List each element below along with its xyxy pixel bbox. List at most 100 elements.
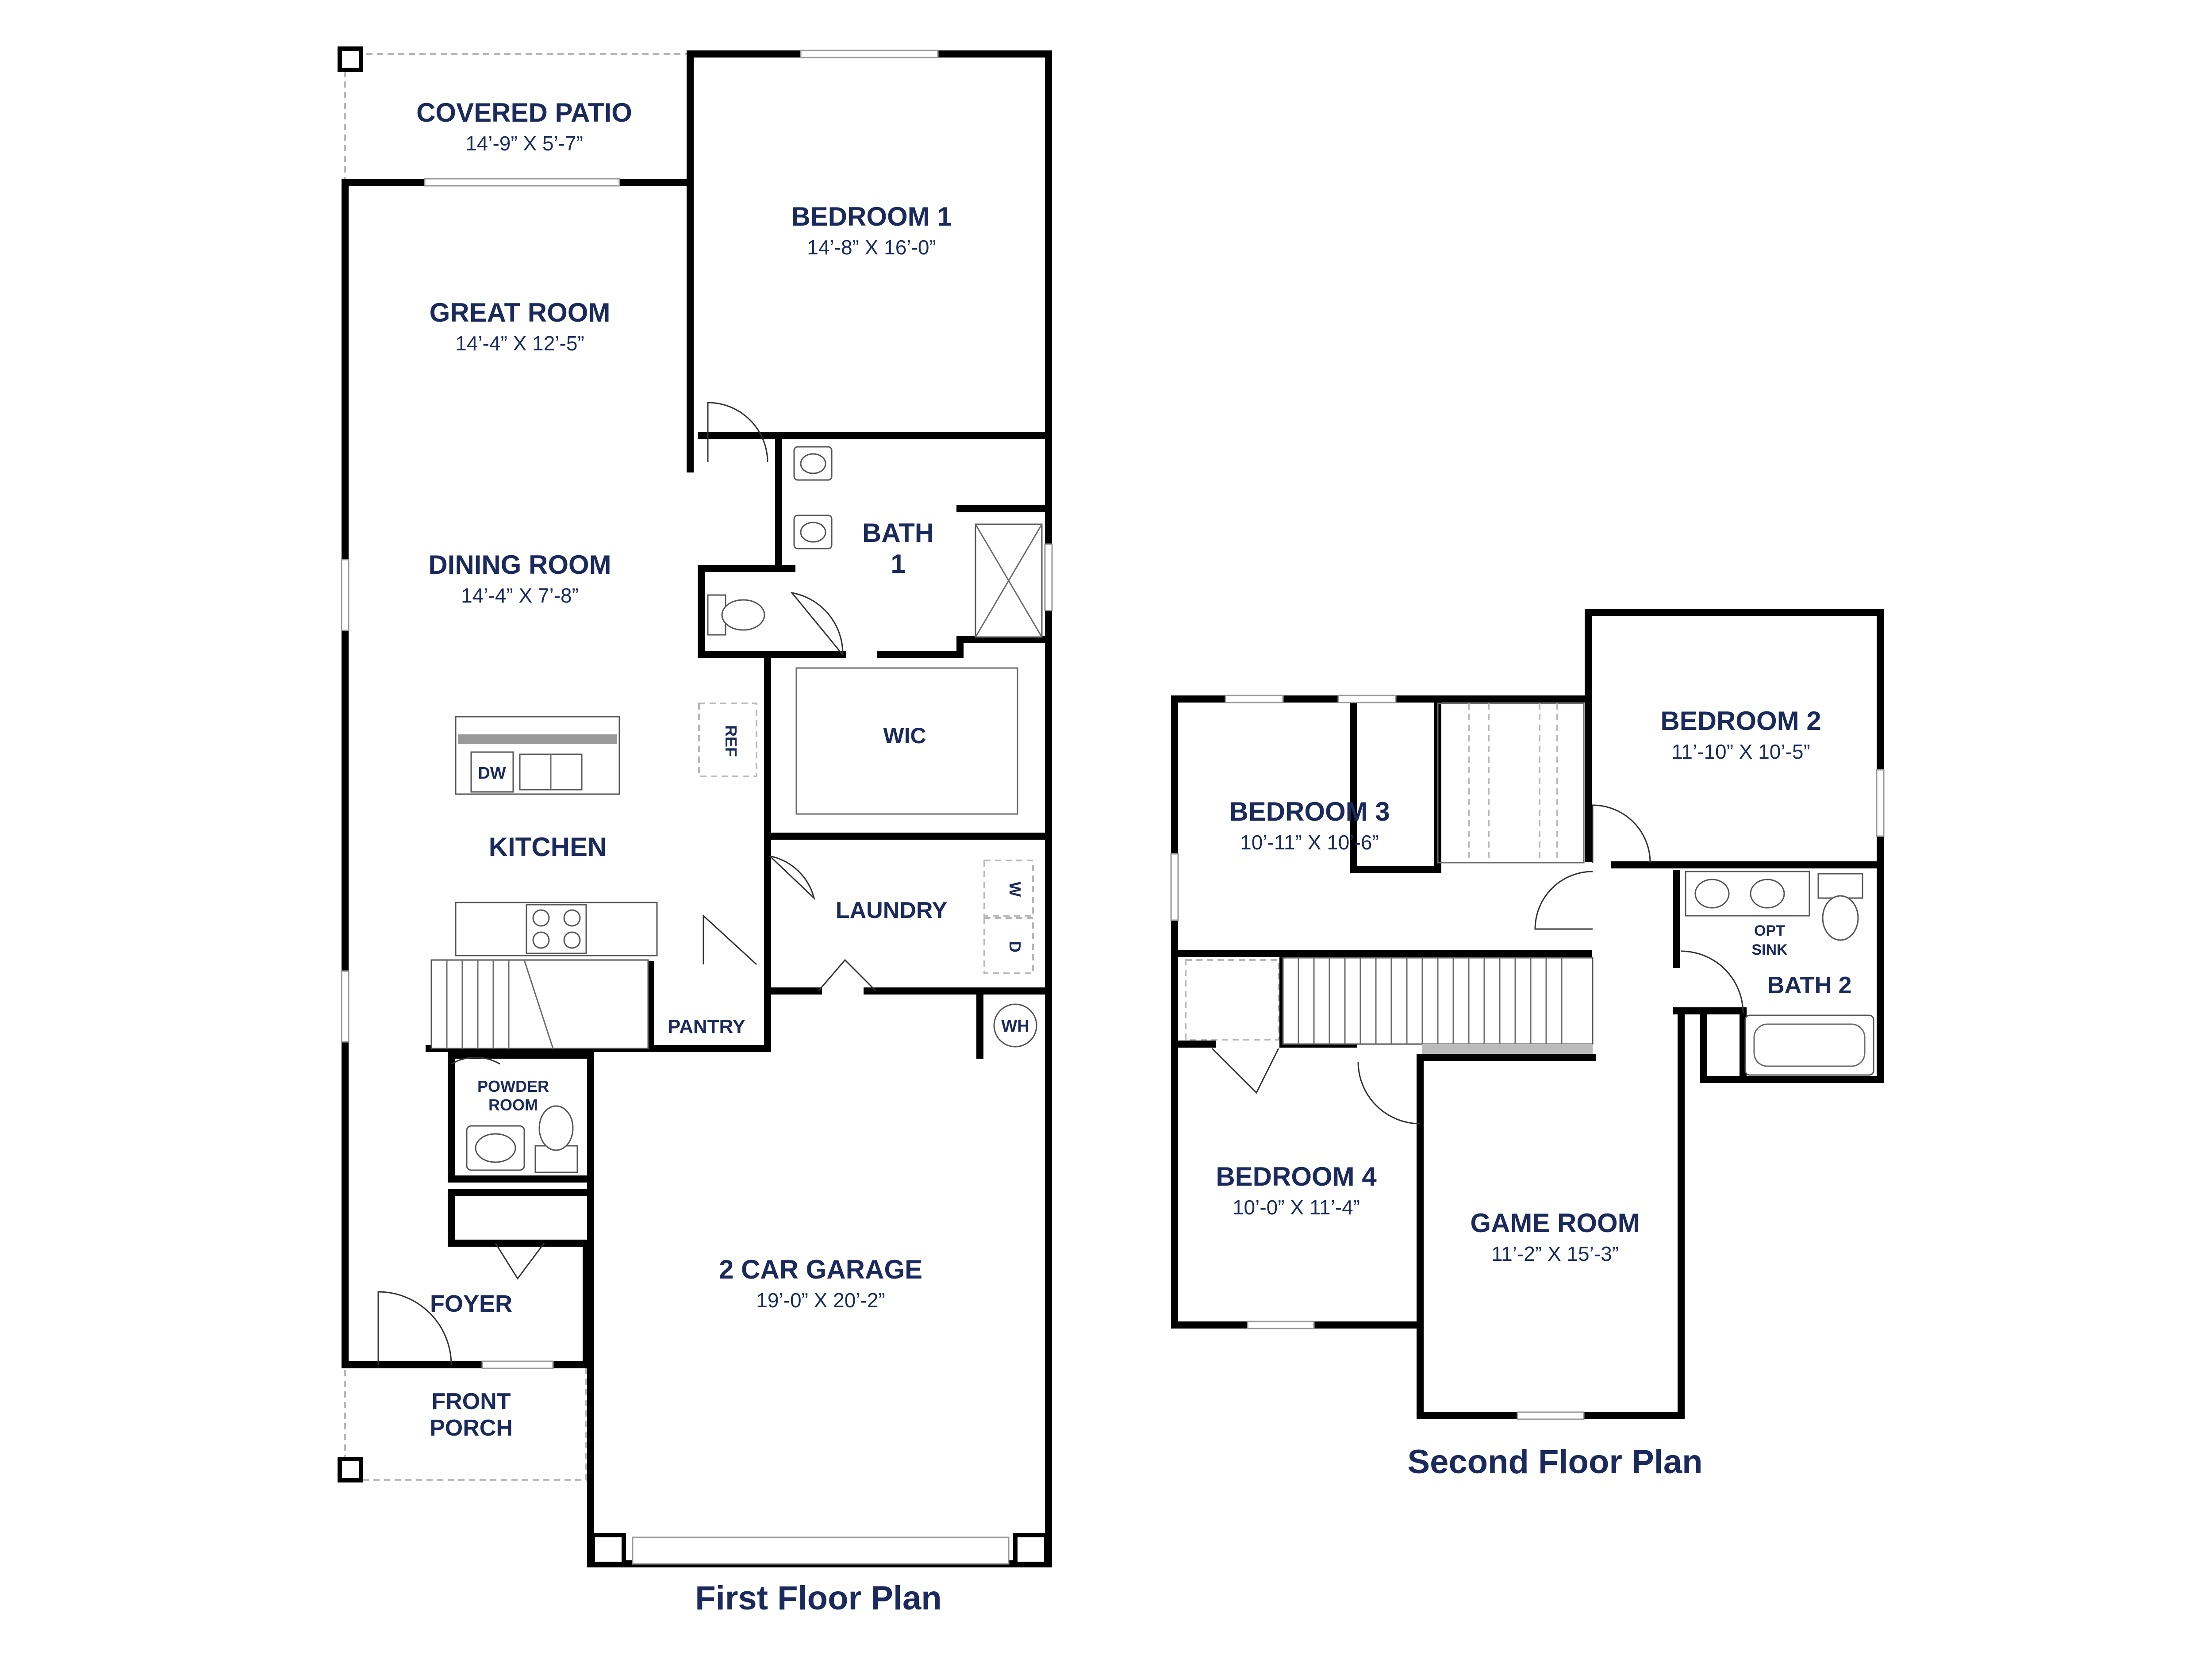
door-swing [1357,1061,1421,1125]
bath2-fixtures [1685,871,1874,1076]
room-garage: 2 CAR GARAGE 19’-0” X 20’-2” [719,1255,922,1312]
door-swing [1534,871,1593,930]
refrigerator [698,703,757,777]
porch-post [338,1457,363,1482]
garage-post [1013,1533,1048,1566]
room-dims: 14’-4” X 12’-5” [455,332,584,355]
washer-label: W [1006,882,1024,897]
second-floor-plan: BEDROOM 2 11’-10” X 10’-5” BEDROOM 3 10’… [1170,609,1885,1481]
window [424,178,620,187]
range-counter [455,902,658,956]
room-dims: 11’-2” X 15’-3” [1491,1242,1619,1265]
exterior-walls [342,50,1052,1567]
door-swing [790,591,844,655]
room-name: BATH [862,518,934,548]
stairs-2 [1282,957,1594,1054]
interior-walls [426,432,1052,1368]
bath1-fixtures [707,446,1043,638]
door-swing [1681,950,1744,1014]
room-bedroom4: BEDROOM 4 10’-0” X 11’-4” [1216,1162,1377,1219]
door-swing [769,855,815,900]
room-powder-room: POWDER ROOM [477,1077,549,1114]
door-swing [377,1291,452,1365]
room-name: BEDROOM 2 [1660,706,1821,736]
room-bath1: BATH 1 [862,518,934,579]
window [1517,1411,1585,1420]
room-dims: 10’-0” X 11’-4” [1233,1196,1360,1219]
closet [1185,959,1279,1041]
opt-sink-label: OPT [1754,922,1785,939]
dryer [983,917,1034,974]
water-heater [993,1003,1037,1048]
room-name: ROOM [488,1096,538,1114]
room-great-room: GREAT ROOM 14’-4” X 12’-5” [430,298,611,355]
room-name: 2 CAR GARAGE [719,1255,922,1284]
wic-shelves [795,667,1018,815]
door-swing [818,959,877,992]
second-floor-title: Second Floor Plan [1407,1443,1702,1481]
window [481,1360,554,1369]
room-bath2: OPT SINK BATH 2 [1751,922,1851,998]
first-floor-plan: DW REF W D [338,46,1053,1617]
room-name: GAME ROOM [1470,1208,1640,1238]
window [800,50,939,58]
room-name: BEDROOM 4 [1216,1162,1377,1191]
room-name: POWDER [477,1077,549,1095]
opt-sink-label: SINK [1751,941,1788,958]
room-covered-patio: COVERED PATIO 14’-9” X 5’-7” [416,98,632,155]
room-foyer: FOYER [430,1290,512,1317]
window [341,559,349,631]
garage-door [632,1536,1010,1565]
window [1044,543,1053,611]
washer [983,860,1034,917]
garage-post [591,1533,626,1566]
stairs [430,959,649,1049]
kitchen-island: DW [455,716,620,795]
room-dims: 14’-8” X 16’-0” [807,236,936,259]
patio-post [338,46,363,72]
wh-label: WH [1001,1017,1029,1036]
door-swing [1592,804,1651,863]
room-name: BEDROOM 1 [791,202,952,231]
door-swing [703,914,757,965]
room-pantry: PANTRY [668,1016,745,1037]
room-dims: 10’-11” X 10’-6” [1240,831,1379,854]
door-swing [495,1243,545,1280]
room-kitchen: KITCHEN [489,832,607,862]
room-name: 1 [891,549,905,579]
window [1247,1321,1315,1329]
room-name: GREAT ROOM [430,298,611,327]
room-dims: 14’-9” X 5’-7” [465,132,583,155]
room-wic: WIC [883,723,926,748]
dw-label: DW [478,764,506,783]
room-dining-room: DINING ROOM 14’-4” X 7’-8” [428,550,611,607]
exterior-walls-2 [1171,609,1884,1419]
room-name: BATH 2 [1767,972,1851,998]
room-name: COVERED PATIO [416,98,632,127]
door-swing [707,402,768,463]
room-name: FRONT [431,1389,511,1414]
room-dims: 14’-4” X 7’-8” [461,584,579,607]
room-laundry: LAUNDRY [836,898,947,923]
window [1337,695,1397,703]
room-bedroom3: BEDROOM 3 10’-11” X 10’-6” [1229,797,1390,854]
window [341,970,349,1043]
door-swing [451,1056,500,1065]
ref-label: REF [722,725,740,757]
window [1170,853,1179,921]
upper-stairs-closet [1437,703,1585,864]
room-dims: 19’-0” X 20’-2” [756,1289,885,1312]
room-dims: 11’-10” X 10’-5” [1671,740,1810,763]
room-name: BEDROOM 3 [1229,797,1390,826]
room-bedroom1: BEDROOM 1 14’-8” X 16’-0” [791,202,952,259]
room-bedroom2: BEDROOM 2 11’-10” X 10’-5” [1660,706,1821,763]
powder-room-fixtures [466,1105,578,1173]
room-name: DINING ROOM [428,550,611,580]
room-game-room: GAME ROOM 11’-2” X 15’-3” [1470,1208,1640,1265]
first-floor-title: First Floor Plan [695,1579,941,1617]
window [1225,695,1284,703]
door-swing [1211,1048,1279,1094]
dryer-label: D [1006,941,1024,952]
window [1876,769,1885,837]
